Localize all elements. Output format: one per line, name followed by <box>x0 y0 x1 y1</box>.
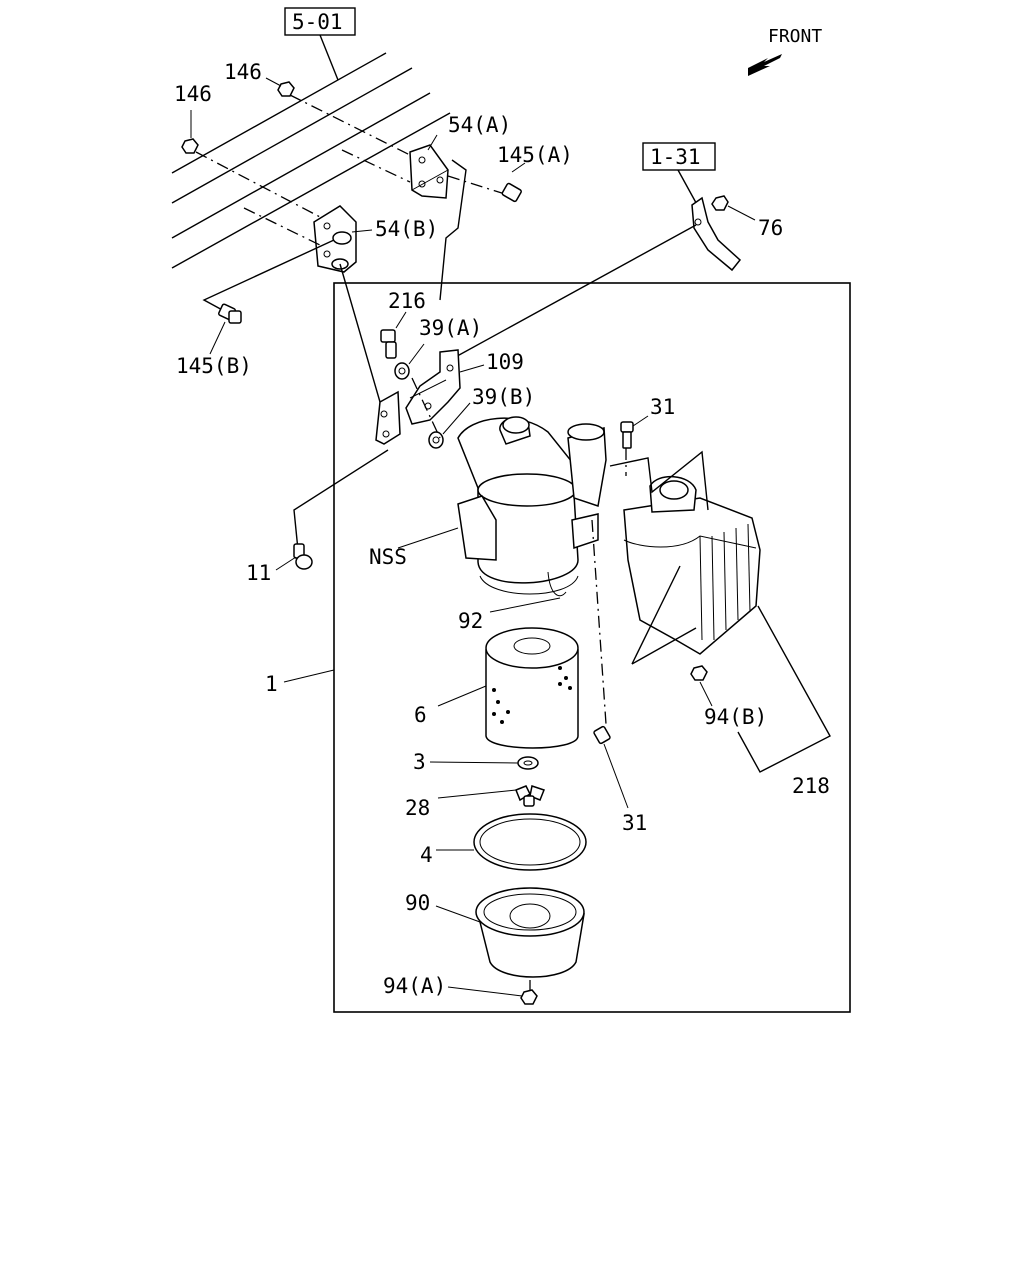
wing-nut-28[interactable] <box>515 785 545 807</box>
bolt-216[interactable] <box>380 329 397 359</box>
nut-146-top[interactable] <box>277 81 421 161</box>
ref-box-1-31[interactable]: 1-31 <box>642 142 716 211</box>
label-145a: 145(A) <box>497 143 573 167</box>
nut-146-left[interactable] <box>181 138 323 219</box>
bracket-54b[interactable] <box>313 205 357 273</box>
label-11: 11 <box>246 561 271 585</box>
label-94b: 94(B) <box>704 705 767 729</box>
label-92: 92 <box>458 609 483 633</box>
label-31-lower: 31 <box>622 811 647 835</box>
ref-box-5-01[interactable]: 5-01 <box>284 7 356 81</box>
screw-31-upper[interactable] <box>620 421 634 476</box>
label-54a: 54(A) <box>448 113 511 137</box>
cover-90[interactable] <box>475 887 585 978</box>
label-28: 28 <box>405 796 430 820</box>
label-146-left: 146 <box>174 82 212 106</box>
washer-39a[interactable] <box>394 362 410 380</box>
label-nss: NSS <box>369 545 407 569</box>
precleaner-218[interactable] <box>623 475 761 655</box>
bracket-1-31-part <box>691 196 742 272</box>
bracket-109[interactable] <box>405 349 461 425</box>
label-54b: 54(B) <box>375 217 438 241</box>
ref-label-1-31: 1-31 <box>650 145 701 169</box>
seal-ring-4[interactable] <box>473 813 587 871</box>
air-cleaner-housing[interactable] <box>457 416 607 597</box>
frame-rails <box>171 52 451 269</box>
label-76: 76 <box>758 216 783 240</box>
label-146-top: 146 <box>224 60 262 84</box>
front-indicator: FRONT <box>748 26 822 76</box>
label-145b: 145(B) <box>176 354 252 378</box>
nut-94b[interactable] <box>690 665 708 681</box>
bolt-11[interactable] <box>293 543 313 570</box>
label-4: 4 <box>420 843 433 867</box>
label-39a: 39(A) <box>419 316 482 340</box>
label-3: 3 <box>413 750 426 774</box>
bolt-145a[interactable] <box>447 162 526 203</box>
screw-31-lower[interactable] <box>593 725 611 745</box>
label-94a: 94(A) <box>383 974 446 998</box>
washer-39b[interactable] <box>428 431 444 449</box>
gasket-3[interactable] <box>517 756 539 770</box>
label-216: 216 <box>388 289 426 313</box>
label-90: 90 <box>405 891 430 915</box>
label-31-upper: 31 <box>650 395 675 419</box>
bolt-145b[interactable] <box>218 303 242 324</box>
label-218: 218 <box>792 774 830 798</box>
label-109: 109 <box>486 350 524 374</box>
bracket-54a[interactable] <box>409 144 449 199</box>
assembly-1-box <box>333 282 851 1013</box>
part-labels: 146 146 54(A) 145(A) 54(B) 76 145(B) 216… <box>174 60 830 998</box>
nut-76[interactable] <box>711 195 756 221</box>
label-6: 6 <box>414 703 427 727</box>
filter-element-6[interactable] <box>485 627 579 749</box>
label-39b: 39(B) <box>472 385 535 409</box>
nut-94a[interactable] <box>520 980 538 1005</box>
label-1: 1 <box>265 672 278 696</box>
ref-label-5-01: 5-01 <box>292 10 343 34</box>
front-arrow-icon <box>748 54 782 76</box>
front-label: FRONT <box>768 26 822 47</box>
mount-plate <box>375 390 401 445</box>
